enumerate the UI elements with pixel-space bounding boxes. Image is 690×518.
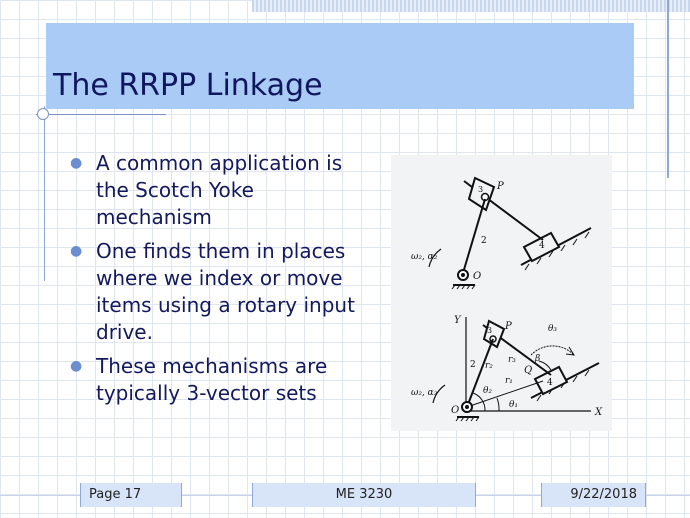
bottom-label-beta: β: [534, 354, 540, 364]
top-decorative-stripe: [252, 0, 690, 12]
right-decorative-line: [667, 0, 669, 178]
footer-page-number: Page 17: [80, 483, 182, 507]
bottom-label-p: P: [504, 321, 512, 332]
top-pivot-hatch: [451, 284, 476, 290]
bottom-label-y: Y: [454, 315, 462, 326]
bottom-mechanism: Y X: [411, 315, 603, 422]
bottom-vector-r1: [466, 380, 544, 408]
top-slider-4: [522, 231, 561, 263]
bottom-beta-arc: [538, 360, 552, 371]
bottom-label-4: 4: [547, 378, 553, 388]
bottom-label-theta3: θ₃: [548, 324, 557, 334]
top-pivot-center: [461, 273, 465, 277]
footer-course: ME 3230: [252, 483, 476, 507]
bottom-theta2-arc: [472, 392, 486, 412]
bottom-pivot-hatch: [455, 416, 480, 422]
linkage-figure: ω₂, α₂ O P 3 2 4 Y X: [391, 155, 612, 431]
bottom-omega-label: ω₂, α₂: [411, 388, 438, 398]
bullet-text: These mechanisms are typically 3-vector …: [96, 354, 328, 405]
footer-date: 9/22/2018: [541, 483, 646, 507]
top-block-3: [467, 176, 496, 212]
bullet-item: ● A common application is the Scotch Yok…: [70, 150, 370, 231]
top-label-o: O: [473, 271, 481, 282]
top-label-4: 4: [539, 241, 545, 251]
bottom-theta3-arrow: [565, 346, 575, 356]
bottom-label-theta2: θ₂: [483, 386, 492, 396]
top-omega-label: ω₂, α₂: [411, 252, 438, 262]
bottom-label-3: 3: [487, 326, 492, 335]
slide-title: The RRPP Linkage: [53, 68, 323, 103]
title-underline: [36, 114, 166, 115]
bottom-label-o: O: [451, 405, 459, 416]
bullet-list: ● A common application is the Scotch Yok…: [70, 150, 370, 414]
title-bar: [46, 23, 634, 109]
bullet-dot-icon: ●: [70, 155, 83, 171]
top-label-p: P: [496, 181, 504, 192]
top-ground-hatch: [524, 231, 590, 271]
bullet-dot-icon: ●: [70, 358, 83, 374]
top-label-2: 2: [481, 236, 487, 246]
bullet-text: One finds them in places where we index …: [96, 239, 355, 344]
bottom-theta3-arc: [530, 345, 575, 356]
bottom-block-3: [482, 319, 506, 349]
bullet-item: ● These mechanisms are typically 3-vecto…: [70, 353, 370, 407]
bottom-label-r3: r₃: [508, 355, 516, 365]
bullet-text: A common application is the Scotch Yoke …: [96, 151, 343, 229]
top-link-2: [462, 198, 486, 274]
bottom-omega-arc: [432, 384, 446, 404]
decorative-circle-icon: [37, 108, 49, 120]
bottom-label-q: Q: [524, 365, 532, 376]
bottom-label-r2: r₂: [485, 361, 493, 371]
bottom-theta1-arc: [496, 397, 500, 412]
bottom-label-r1: r₁: [505, 376, 513, 386]
linkage-diagram: ω₂, α₂ O P 3 2 4 Y X: [411, 176, 603, 422]
bottom-slider-4: [533, 365, 569, 396]
bottom-label-theta1: θ₁: [509, 400, 518, 410]
bullet-item: ● One finds them in places where we inde…: [70, 238, 370, 346]
top-mechanism: ω₂, α₂ O P 3 2 4: [411, 176, 592, 290]
bottom-label-2: 2: [470, 360, 476, 370]
bullet-dot-icon: ●: [70, 243, 83, 259]
bottom-pivot-center: [465, 405, 469, 409]
top-omega-arc: [428, 248, 442, 268]
left-decorative-line: [44, 106, 45, 281]
top-label-3: 3: [478, 185, 483, 194]
bottom-label-x: X: [594, 407, 603, 418]
bottom-link-2: [466, 338, 494, 408]
